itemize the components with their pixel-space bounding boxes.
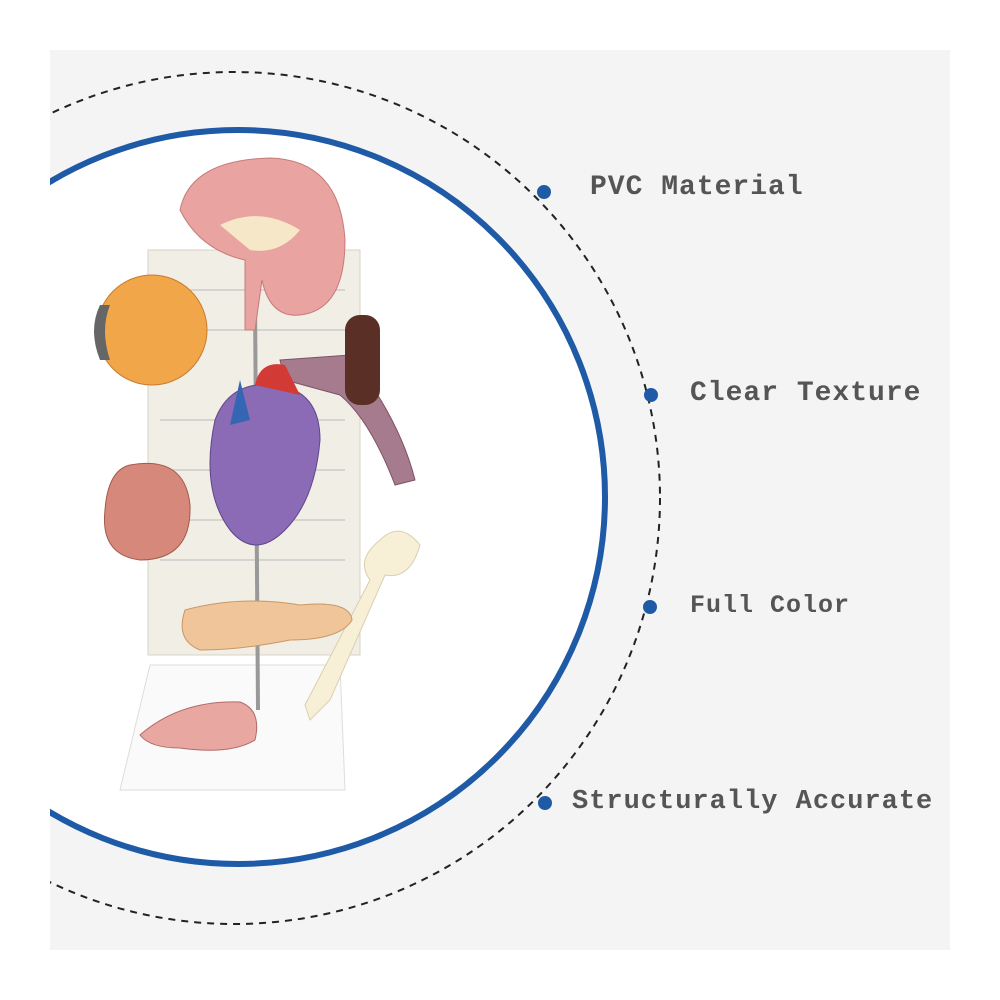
feature-structurally-accurate: Structurally Accurate: [572, 787, 934, 817]
feature-dot-4: [538, 796, 552, 810]
feature-full-color: Full Color: [690, 591, 851, 620]
pancreas: [181, 600, 353, 651]
neuron: [304, 530, 421, 721]
feature-dot-1: [537, 185, 551, 199]
feature-dot-2: [644, 388, 658, 402]
feature-clear-texture: Clear Texture: [690, 378, 922, 409]
eye: [96, 274, 208, 386]
vessel-section: [345, 315, 380, 405]
kidney: [103, 462, 191, 561]
background-panel: [50, 50, 950, 950]
anatomy-model: [94, 157, 421, 791]
feature-pvc-material: PVC Material: [590, 172, 804, 203]
feature-dot-3: [643, 600, 657, 614]
skin-section: [139, 701, 258, 751]
dashed-circle: [50, 71, 661, 925]
decorative-circles: [50, 71, 661, 925]
